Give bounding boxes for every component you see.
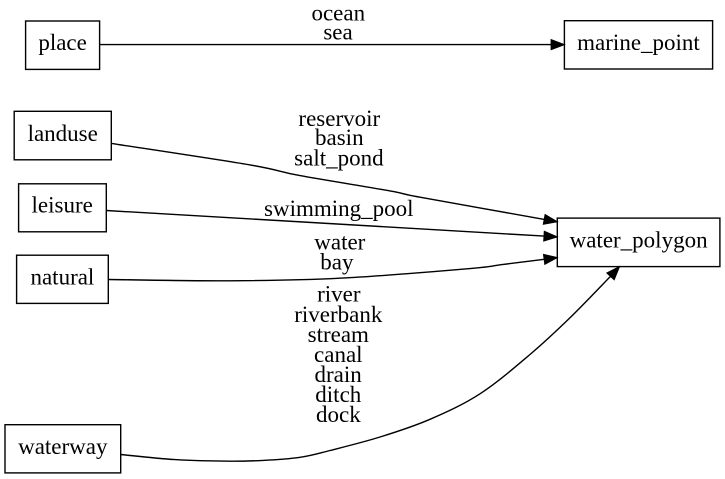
svg-text:leisure: leisure bbox=[32, 192, 93, 217]
svg-text:water: water bbox=[314, 229, 365, 254]
svg-text:dock: dock bbox=[316, 402, 361, 427]
svg-text:canal: canal bbox=[314, 342, 363, 367]
svg-text:drain: drain bbox=[314, 362, 362, 387]
svg-text:water_polygon: water_polygon bbox=[570, 227, 708, 252]
svg-text:bay: bay bbox=[320, 250, 354, 275]
svg-text:landuse: landuse bbox=[28, 121, 98, 146]
svg-text:swimming_pool: swimming_pool bbox=[264, 196, 414, 221]
svg-text:place: place bbox=[38, 30, 87, 55]
svg-text:waterway: waterway bbox=[18, 434, 108, 459]
svg-text:natural: natural bbox=[30, 264, 94, 289]
svg-text:riverbank: riverbank bbox=[294, 302, 383, 327]
svg-text:stream: stream bbox=[308, 322, 369, 347]
svg-text:salt_pond: salt_pond bbox=[294, 146, 384, 171]
svg-text:marine_point: marine_point bbox=[577, 30, 700, 55]
svg-text:ditch: ditch bbox=[315, 382, 361, 407]
svg-text:river: river bbox=[317, 282, 361, 307]
svg-text:reservoir: reservoir bbox=[298, 106, 380, 131]
svg-text:ocean: ocean bbox=[311, 0, 365, 25]
svg-text:sea: sea bbox=[323, 20, 352, 45]
svg-text:basin: basin bbox=[315, 125, 364, 150]
